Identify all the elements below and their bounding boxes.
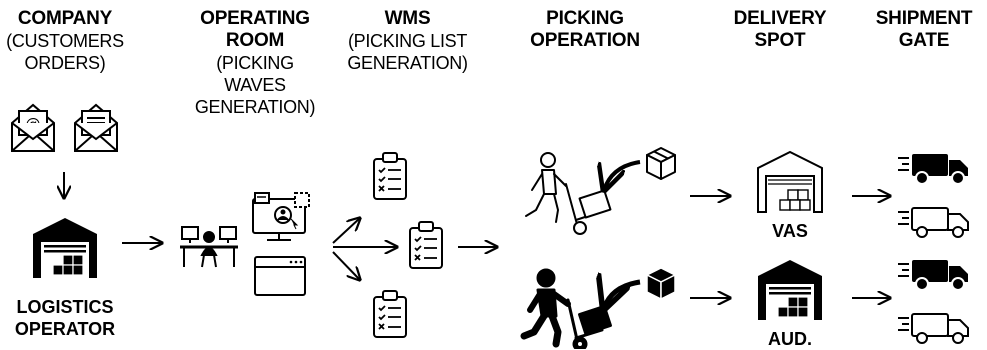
arrow-up-right	[332, 218, 360, 244]
computer-icon	[252, 192, 310, 241]
header-subtitle-line: WAVES	[224, 75, 286, 95]
header-title-line: DELIVERY	[733, 8, 827, 29]
header-delivery-spot: DELIVERY SPOT	[720, 8, 840, 52]
warehouse-icon	[757, 150, 823, 213]
header-subtitle-line: (PICKING LIST	[347, 31, 468, 51]
header-title-line: SPOT	[754, 30, 806, 51]
label-line: LOGISTICS	[16, 297, 114, 317]
browser-window-icon	[254, 256, 306, 296]
header-title-line: PICKING	[546, 8, 624, 29]
header-title-line: GATE	[898, 30, 950, 51]
email-at-icon: @	[11, 103, 55, 152]
header-title-line: OPERATING	[200, 8, 310, 29]
truck-icon	[897, 207, 969, 238]
header-shipment-gate: SHIPMENT GATE	[862, 8, 986, 52]
header-subtitle-line: GENERATION)	[194, 97, 316, 117]
header-title-line: COMPANY	[17, 8, 113, 29]
truck-icon	[897, 259, 969, 291]
box-icon	[646, 147, 676, 180]
clipboard-checklist-icon	[409, 221, 443, 269]
clipboard-checklist-icon	[373, 290, 407, 338]
truck-icon	[897, 313, 969, 344]
label-aud: AUD.	[768, 329, 812, 349]
header-operating-room: OPERATING ROOM (PICKING WAVES GENERATION…	[180, 8, 330, 118]
workstation-icon	[180, 226, 238, 268]
header-title-line: ROOM	[225, 30, 285, 51]
warehouse-icon	[758, 260, 822, 320]
truck-icon	[897, 153, 969, 185]
curved-arrow	[604, 282, 641, 308]
header-subtitle-line: (PICKING	[216, 53, 294, 73]
arrow-down-right	[332, 251, 360, 280]
clipboard-checklist-icon	[373, 152, 407, 200]
label-logistics-operator: LOGISTICS OPERATOR	[0, 296, 130, 340]
header-wms: WMS (PICKING LIST GENERATION)	[330, 8, 485, 74]
header-subtitle-line: GENERATION)	[347, 53, 468, 73]
header-title-line: OPERATION	[530, 30, 640, 51]
label-line: OPERATOR	[14, 319, 116, 339]
header-subtitle-line: ORDERS)	[24, 53, 106, 73]
header-title-line: SHIPMENT	[875, 8, 973, 29]
email-document-icon	[74, 103, 118, 152]
curved-arrow	[604, 160, 641, 190]
header-company: COMPANY (CUSTOMERS ORDERS)	[0, 8, 130, 74]
box-icon	[646, 267, 676, 300]
warehouse-icon	[33, 218, 97, 278]
worker-hand-truck-icon	[525, 152, 612, 235]
header-subtitle-line: (CUSTOMERS	[6, 31, 124, 51]
worker-hand-truck-icon	[520, 268, 612, 349]
header-picking-operation: PICKING OPERATION	[515, 8, 655, 52]
label-vas: VAS	[772, 221, 808, 241]
header-title-line: WMS	[384, 8, 431, 29]
